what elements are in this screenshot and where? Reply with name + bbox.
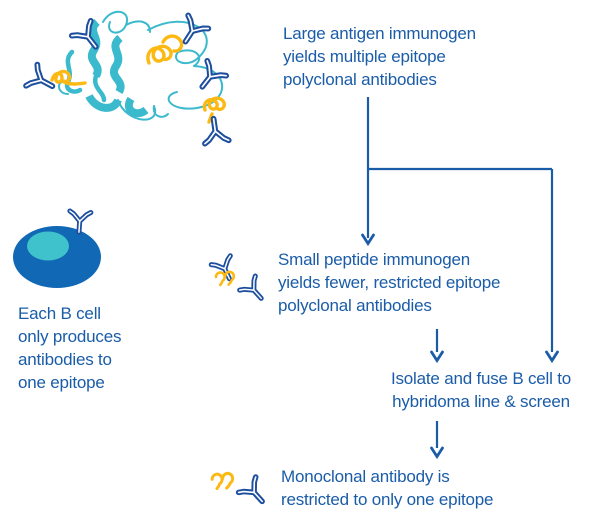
large-antigen-illustration: [26, 10, 229, 144]
peptide-helix-icon: [210, 471, 235, 491]
antibody-icon: [239, 477, 271, 509]
monoclonal-antibody-icon: [210, 471, 271, 509]
b-cell-illustration: [13, 211, 101, 288]
caption-line: polyclonal antibodies: [283, 70, 437, 89]
arrowhead-icon: [430, 350, 444, 362]
caption-line: Isolate and fuse B cell to: [390, 369, 572, 388]
antibody-icon: [72, 21, 105, 54]
arrowhead-icon: [545, 350, 559, 362]
caption-line: polyclonal antibodies: [278, 296, 432, 315]
caption-line: antibodies to: [18, 350, 112, 369]
small-peptide-immunogen-icon: [211, 256, 269, 306]
isolate-fuse-caption: Isolate and fuse B cell to hybridoma lin…: [368, 367, 594, 413]
caption-line: Monoclonal antibody is: [281, 467, 450, 486]
caption-line: only produces: [18, 327, 122, 346]
caption-line: restricted to only one epitope: [281, 490, 494, 509]
caption-line: one epitope: [18, 373, 105, 392]
large-antigen-caption: Large antigen immunogen yields multiple …: [283, 22, 476, 91]
caption-line: Small peptide immunogen: [278, 250, 470, 269]
b-cell-caption: Each B cell only produces antibodies to …: [18, 302, 121, 394]
arrowhead-icon: [430, 446, 444, 458]
antibody-icon: [240, 276, 269, 305]
caption-line: Each B cell: [18, 304, 101, 323]
caption-line: hybridoma line & screen: [392, 392, 570, 411]
antibody-icon: [202, 117, 229, 144]
caption-line: Large antigen immunogen: [283, 24, 476, 43]
b-cell-nucleus: [27, 231, 69, 261]
flow-arrows: [361, 97, 559, 458]
monoclonal-caption: Monoclonal antibody is restricted to onl…: [281, 465, 494, 511]
caption-line: yields multiple epitope: [283, 47, 446, 66]
yellow-helix: [50, 34, 226, 124]
small-peptide-caption: Small peptide immunogen yields fewer, re…: [278, 248, 500, 317]
caption-line: yields fewer, restricted epitope: [278, 273, 501, 292]
